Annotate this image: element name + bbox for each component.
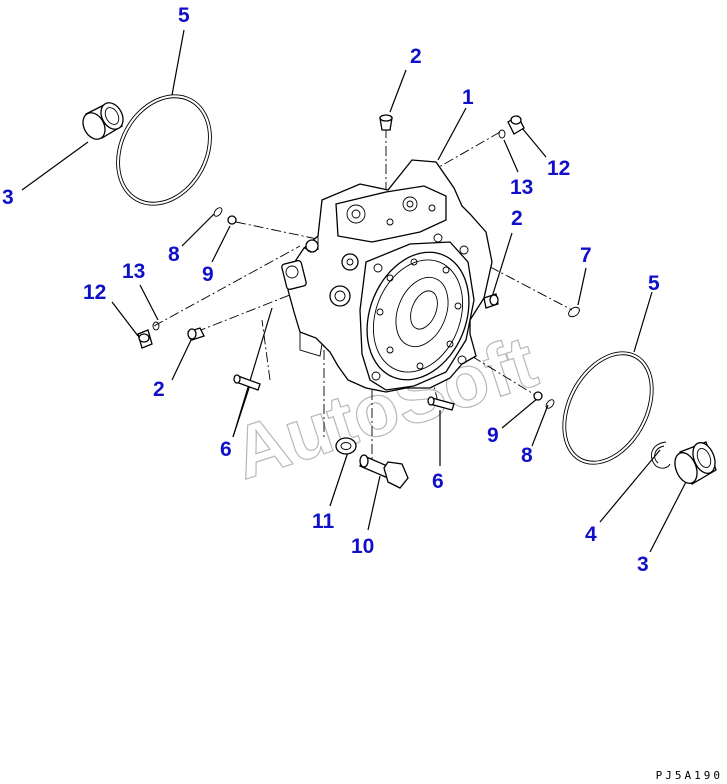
callout-9-right: 9 xyxy=(487,424,499,447)
callout-11: 11 xyxy=(312,510,335,533)
o-ring-left xyxy=(116,94,212,206)
callout-4: 4 xyxy=(585,523,597,546)
leader-lines xyxy=(21,29,689,553)
callout-5-right: 5 xyxy=(648,272,660,295)
callout-10: 10 xyxy=(351,535,374,558)
plug-left xyxy=(187,327,205,341)
washer xyxy=(335,437,357,455)
plug-top xyxy=(379,114,393,131)
callout-13-left: 13 xyxy=(122,260,145,283)
callout-3-left: 3 xyxy=(2,186,14,209)
dowel-pin-right xyxy=(427,396,455,411)
orifice-right xyxy=(533,391,543,401)
drawing-code: PJ5A190 xyxy=(655,769,723,782)
pin-right xyxy=(568,306,580,318)
orifice-left xyxy=(227,215,237,225)
callout-12-top-right: 12 xyxy=(547,157,570,180)
callout-5-top-left: 5 xyxy=(178,4,190,27)
bolt xyxy=(359,454,409,489)
callout-2-top: 2 xyxy=(410,45,422,68)
callout-8-left: 8 xyxy=(168,243,180,266)
callout-3-right: 3 xyxy=(637,553,649,576)
snap-ring xyxy=(650,441,671,469)
bearing-left xyxy=(82,102,124,140)
callout-9-left: 9 xyxy=(202,263,214,286)
pump-housing xyxy=(281,159,493,393)
plug-right xyxy=(483,293,499,309)
dowel-pin-left xyxy=(233,374,261,391)
bearing-right xyxy=(674,441,717,485)
callout-12-left: 12 xyxy=(83,281,106,304)
fitting-left xyxy=(137,329,153,349)
pin-left xyxy=(213,207,223,217)
callout-6-left: 6 xyxy=(220,438,232,461)
o-ring-right xyxy=(562,351,654,465)
callout-2-right: 2 xyxy=(511,207,523,230)
callout-2-left: 2 xyxy=(153,378,165,401)
callout-labels: 5 2 1 12 13 3 2 8 9 7 13 12 5 2 6 9 8 6 … xyxy=(2,4,660,576)
pin-small-right xyxy=(545,399,555,409)
callout-13-top-right: 13 xyxy=(510,176,533,199)
callout-6-right: 6 xyxy=(432,470,444,493)
fitting-top-right xyxy=(507,115,525,135)
callout-8-right: 8 xyxy=(521,444,533,467)
callout-7: 7 xyxy=(580,244,592,267)
callout-1: 1 xyxy=(462,86,474,109)
o-ring-small-top xyxy=(498,129,506,139)
o-ring-small-left xyxy=(152,321,160,331)
